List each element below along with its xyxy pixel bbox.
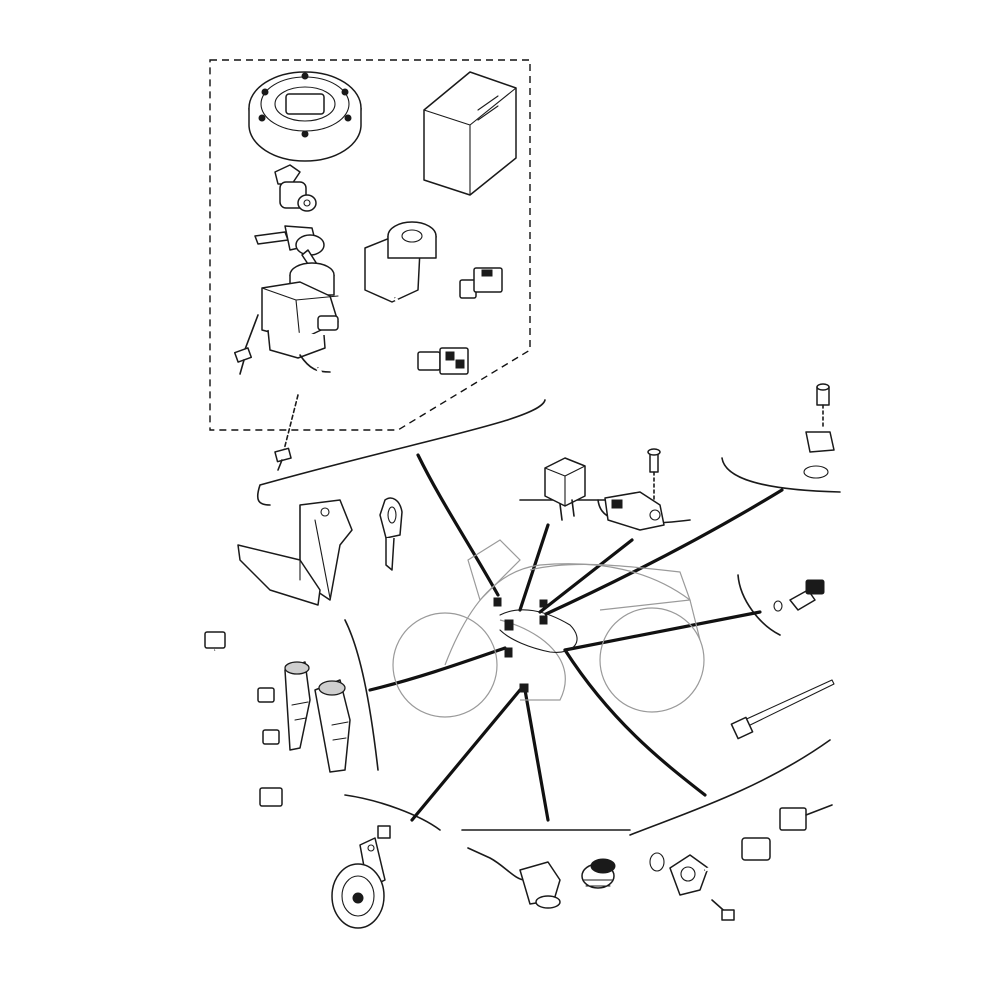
crank-sensor-icon bbox=[649, 804, 833, 921]
main-switch-wire-icon bbox=[316, 347, 469, 408]
coil-icon bbox=[204, 631, 351, 807]
switch-icon bbox=[581, 858, 616, 889]
ecu-box-icon bbox=[423, 71, 517, 196]
connection-markers bbox=[493, 597, 578, 693]
lock-cylinder-icon bbox=[364, 221, 503, 316]
horn-icon bbox=[331, 825, 391, 929]
motorcycle-silhouette bbox=[392, 539, 705, 718]
relay-icon bbox=[544, 457, 586, 521]
dashed-group-outline bbox=[209, 59, 531, 431]
bracket-icon bbox=[237, 499, 353, 606]
screw-icon bbox=[233, 314, 299, 471]
sensor-icon bbox=[604, 448, 665, 531]
speed-sensor-icon bbox=[467, 847, 561, 909]
fuel-cap-icon bbox=[248, 71, 362, 162]
callout-brackets bbox=[256, 399, 841, 836]
seat-lock-icon bbox=[274, 164, 317, 212]
bolt-icon bbox=[803, 383, 835, 479]
key-icon bbox=[379, 497, 403, 571]
leader-lines bbox=[368, 453, 784, 822]
ignition-switch-icon bbox=[261, 262, 339, 373]
cable-tie-icon bbox=[730, 679, 835, 740]
temperature-sensor-icon bbox=[773, 579, 825, 612]
